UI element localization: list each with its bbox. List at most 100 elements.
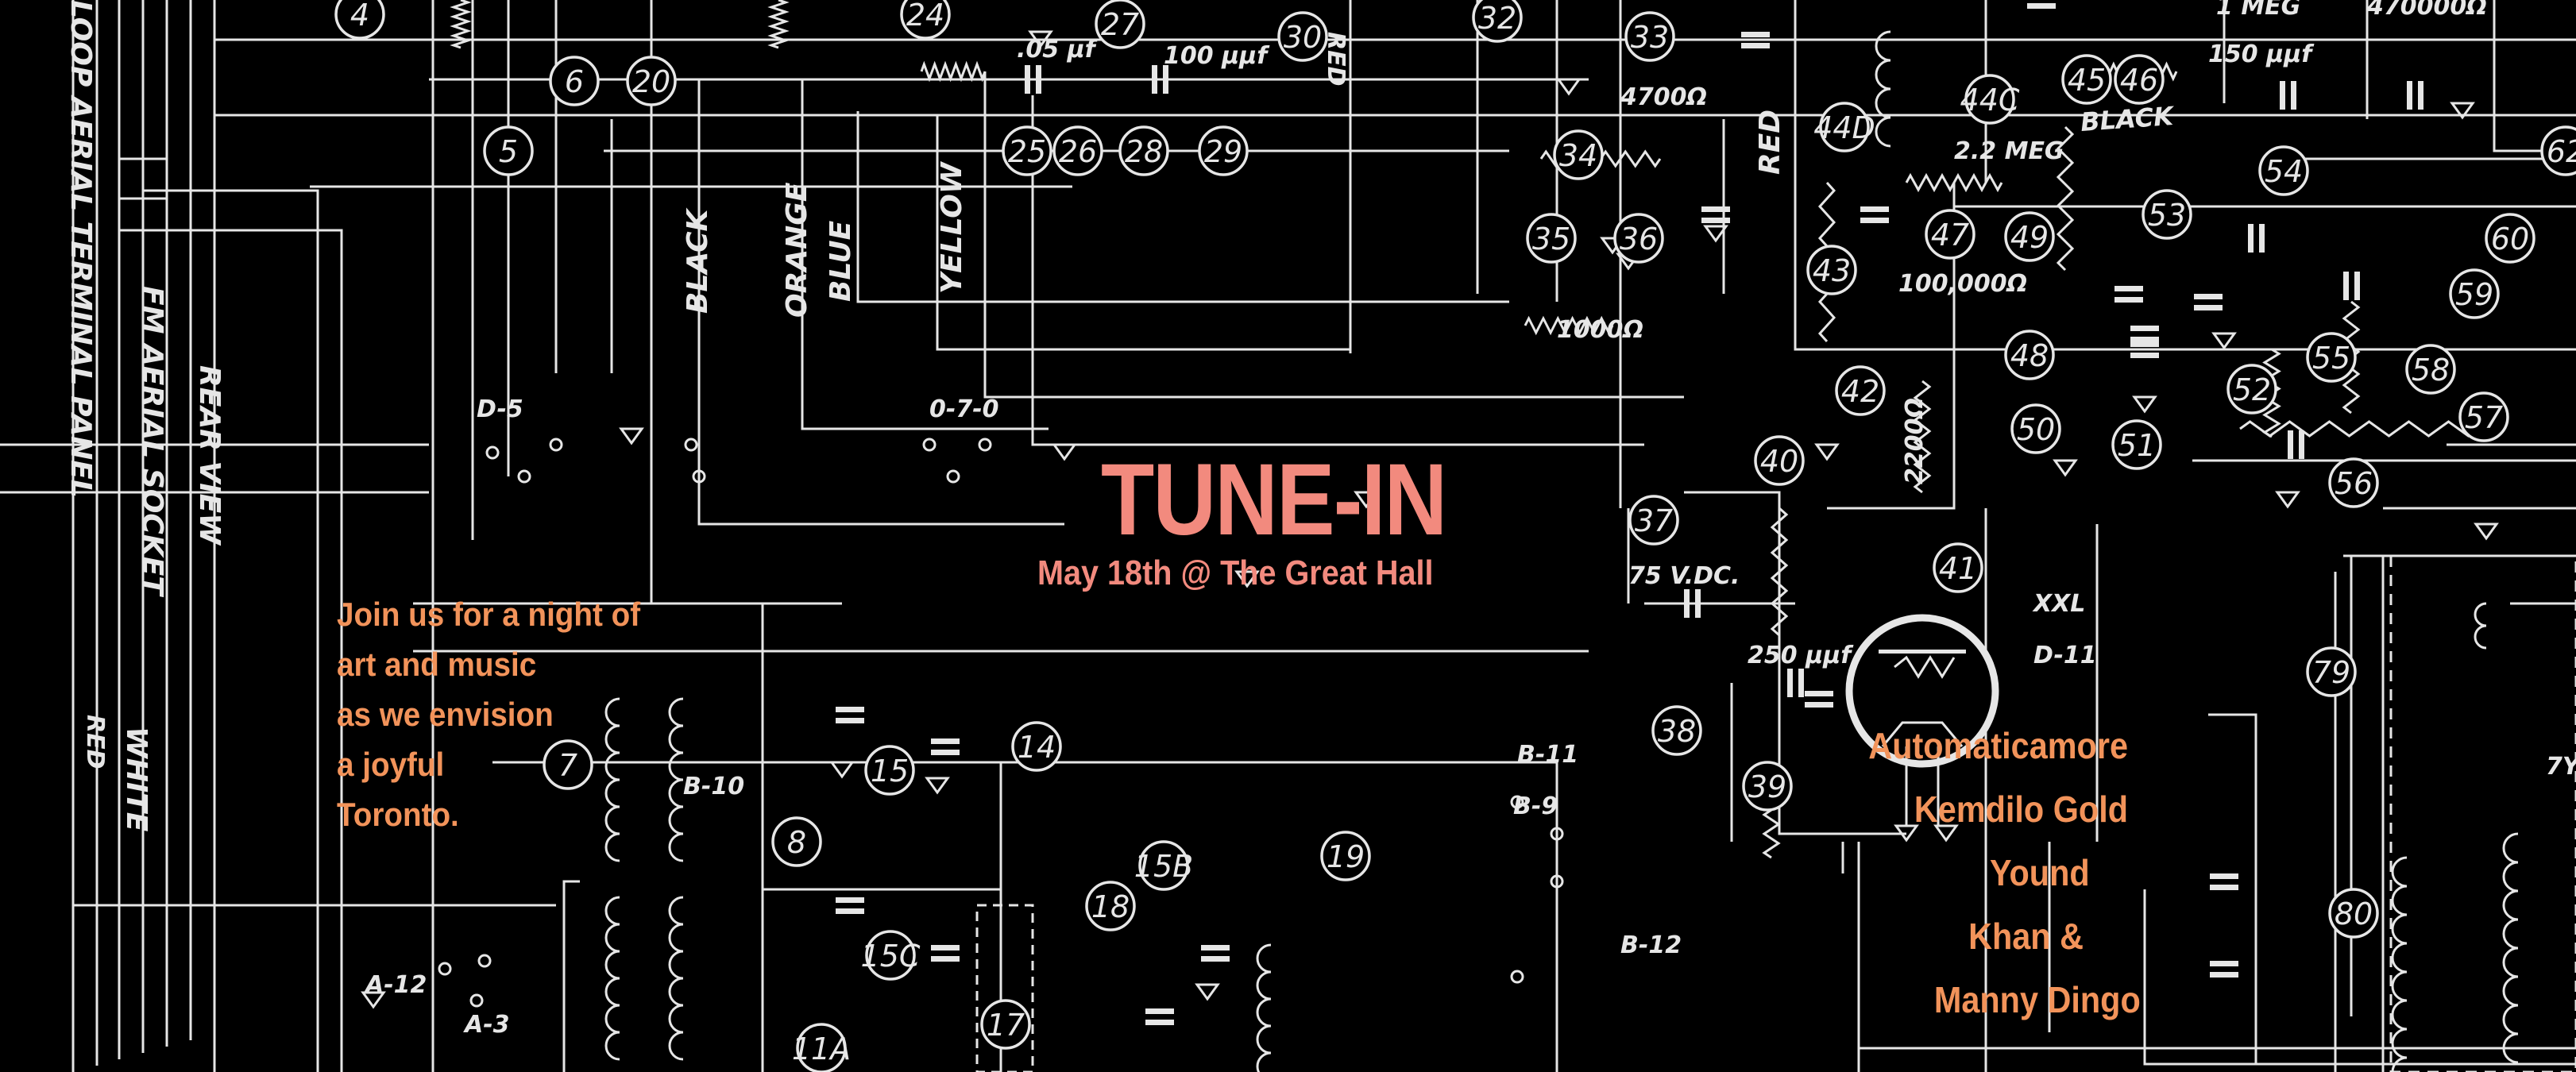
ground-symbol xyxy=(1052,443,1077,461)
part-number-label: 15C xyxy=(861,939,921,974)
wire-label: REAR VIEW xyxy=(193,365,226,546)
part-number-bubble xyxy=(2061,54,2112,105)
capacitor xyxy=(2210,961,2238,966)
part-number-label: 25 xyxy=(1008,134,1046,169)
transformer-box xyxy=(2389,554,2576,1072)
lineup-item: Automaticamore xyxy=(1868,725,2128,766)
part-number-label: 5 xyxy=(499,134,518,169)
part-number-bubble xyxy=(549,56,600,106)
capacitor xyxy=(1860,218,1889,223)
part-number-bubble xyxy=(1651,705,1702,756)
wire-label: LOOP AERIAL TERMINAL PANEL xyxy=(64,0,97,498)
part-number-bubble xyxy=(1624,11,1675,62)
wire-label: WHITE xyxy=(120,727,153,832)
wire xyxy=(71,635,556,907)
wire xyxy=(562,880,580,1072)
part-number-bubble xyxy=(1835,365,1886,416)
part-number-bubble xyxy=(1138,840,1189,891)
wire xyxy=(119,157,168,200)
component-value-label: 2200Ω xyxy=(1901,398,1929,484)
ground-symbol xyxy=(1354,491,1379,509)
capacitor xyxy=(931,956,960,962)
part-number-bubble xyxy=(2111,419,2162,470)
wire xyxy=(1894,655,1956,679)
component-value-label: 4700Ω xyxy=(1620,83,1707,111)
inductor-coil xyxy=(1875,30,1891,148)
part-number-bubble xyxy=(1754,435,1805,486)
part-number-bubble xyxy=(1553,129,1604,180)
resistor xyxy=(2239,420,2479,438)
capacitor xyxy=(2194,305,2223,310)
component-value-label: A-3 xyxy=(463,1011,510,1039)
wire-label: RED xyxy=(1322,32,1350,87)
part-number-bubble xyxy=(900,0,951,40)
part-number-bubble xyxy=(796,1023,847,1072)
part-number-bubble xyxy=(1095,0,1145,49)
part-number-label: 45 xyxy=(2068,63,2106,98)
wire-label: BLACK xyxy=(2080,101,2176,137)
part-number-label: 56 xyxy=(2335,466,2373,501)
capacitor xyxy=(2114,297,2143,303)
wire xyxy=(119,229,343,1072)
ground-symbol xyxy=(829,761,855,779)
capacitor xyxy=(1701,206,1730,212)
capacitor xyxy=(2354,272,2360,300)
part-number-label: 24 xyxy=(906,0,944,33)
part-number-label: 27 xyxy=(1101,7,1139,42)
capacitor xyxy=(1025,65,1030,94)
component-value-label: 0-7-0 xyxy=(929,395,999,423)
lineup-item: Manny Dingo xyxy=(1934,979,2141,1020)
inductor-coil xyxy=(604,896,620,1061)
part-number-bubble xyxy=(2449,268,2500,319)
component-value-label: B-10 xyxy=(683,773,744,800)
part-number-bubble xyxy=(1925,209,1975,260)
switch-contact xyxy=(517,469,531,484)
capacitor xyxy=(2259,224,2265,253)
part-number-bubble xyxy=(2328,888,2379,939)
component-value-label: B-12 xyxy=(1620,931,1682,959)
part-number-bubble xyxy=(1472,0,1523,43)
part-number-label: 28 xyxy=(1125,134,1163,169)
capacitor xyxy=(1701,218,1730,223)
switch-contact xyxy=(469,993,484,1008)
part-number-bubble xyxy=(2540,125,2576,176)
inductor-coil xyxy=(668,896,684,1061)
wire xyxy=(983,71,1684,399)
part-number-bubble xyxy=(2004,211,2055,262)
vacuum-tube xyxy=(1845,614,1999,768)
inductor-coil xyxy=(668,697,684,862)
part-number-bubble xyxy=(2226,364,2277,415)
capacitor xyxy=(2130,337,2159,342)
part-number-bubble xyxy=(1526,213,1577,264)
capacitor xyxy=(1805,691,1833,696)
component-value-label: XXL xyxy=(2032,590,2085,618)
description-line: Toronto. xyxy=(337,796,459,833)
capacitor xyxy=(2248,224,2254,253)
inductor-coil xyxy=(604,697,620,862)
part-number-label: 80 xyxy=(2335,897,2373,931)
component-value-label: A-12 xyxy=(364,971,427,999)
ground-symbol xyxy=(361,991,386,1009)
capacitor xyxy=(2130,341,2159,347)
component-value-label: 100,000Ω xyxy=(1898,270,2027,298)
part-number-label: 55 xyxy=(2312,341,2350,376)
part-number-bubble xyxy=(1052,125,1103,176)
wire xyxy=(1881,721,1964,747)
switch-contact xyxy=(684,438,698,452)
part-number-label: 49 xyxy=(2010,220,2049,255)
resistor xyxy=(1770,507,1789,637)
switch-contact xyxy=(978,438,992,452)
part-number-bubble xyxy=(1002,125,1052,176)
resistor xyxy=(2056,125,2075,272)
part-number-bubble xyxy=(865,930,916,981)
capacitor xyxy=(2280,81,2285,110)
capacitor xyxy=(2114,286,2143,291)
capacitor xyxy=(836,707,864,712)
ground-symbol xyxy=(2450,102,2475,120)
part-number-label: 43 xyxy=(1813,253,1851,288)
part-number-bubble xyxy=(1628,495,1679,546)
part-number-label: 7 xyxy=(558,748,577,783)
part-number-label: 42 xyxy=(1841,374,1879,409)
ground-symbol xyxy=(2211,332,2237,350)
